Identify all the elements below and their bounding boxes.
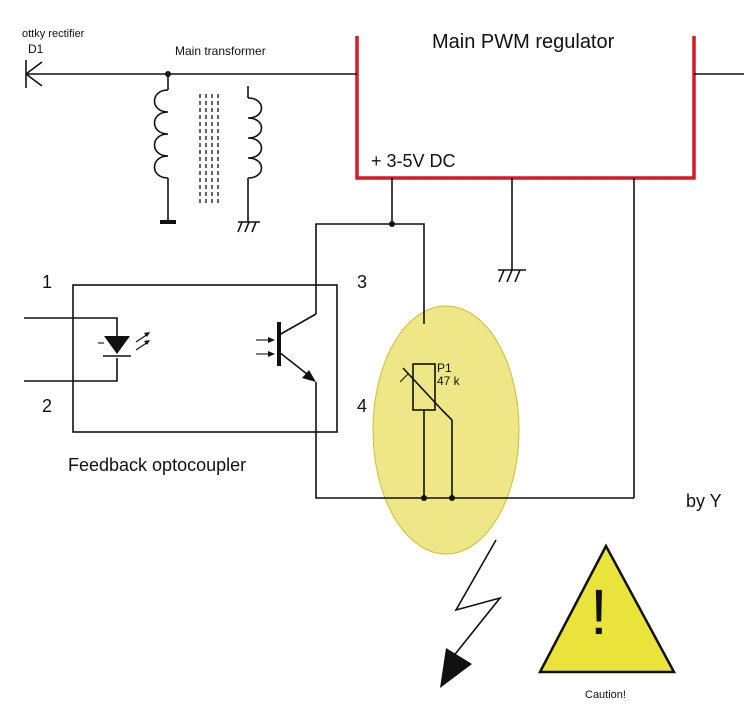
pin1-wire bbox=[24, 317, 118, 336]
ground-icon bbox=[237, 221, 260, 233]
collector-supply-wire bbox=[315, 223, 425, 324]
junction-dot bbox=[449, 495, 455, 501]
optocoupler-package bbox=[72, 284, 338, 433]
pot-ref-label: P1 bbox=[437, 361, 452, 375]
transformer-primary-coil bbox=[237, 86, 263, 233]
pin1-label: 1 bbox=[42, 272, 53, 292]
phototransistor-icon bbox=[256, 313, 317, 382]
pot-value-label: 47 k bbox=[437, 374, 460, 388]
warning-triangle-icon bbox=[537, 543, 677, 674]
caution-label: Caution! bbox=[585, 689, 626, 701]
junction-dot bbox=[421, 495, 427, 501]
lightning-arrow-icon bbox=[440, 539, 503, 688]
regulator-label: Main PWM regulator bbox=[432, 31, 615, 53]
highlight-ellipse bbox=[372, 305, 520, 555]
pwm-regulator-box bbox=[355, 36, 696, 180]
potentiometer-p1 bbox=[399, 363, 453, 498]
warning-mark: ! bbox=[590, 576, 608, 648]
optocoupler-label: Feedback optocoupler bbox=[68, 455, 247, 475]
transformer-core bbox=[199, 94, 219, 204]
pin2-label: 2 bbox=[42, 396, 53, 416]
ground-icon bbox=[498, 269, 526, 283]
transformer-secondary-coil bbox=[153, 74, 176, 224]
supply-label: + 3-5V DC bbox=[371, 151, 456, 171]
transformer-label: Main transformer bbox=[175, 44, 266, 58]
pin2-wire bbox=[24, 358, 118, 382]
rectifier-ref-label: D1 bbox=[28, 42, 44, 56]
credit-label: by Y bbox=[686, 491, 722, 511]
emitter-wire bbox=[315, 382, 634, 499]
pin3-label: 3 bbox=[357, 272, 368, 292]
led-icon bbox=[98, 332, 150, 357]
pin4-label: 4 bbox=[357, 396, 368, 416]
rectifier-label: ottky rectifier bbox=[22, 28, 85, 40]
